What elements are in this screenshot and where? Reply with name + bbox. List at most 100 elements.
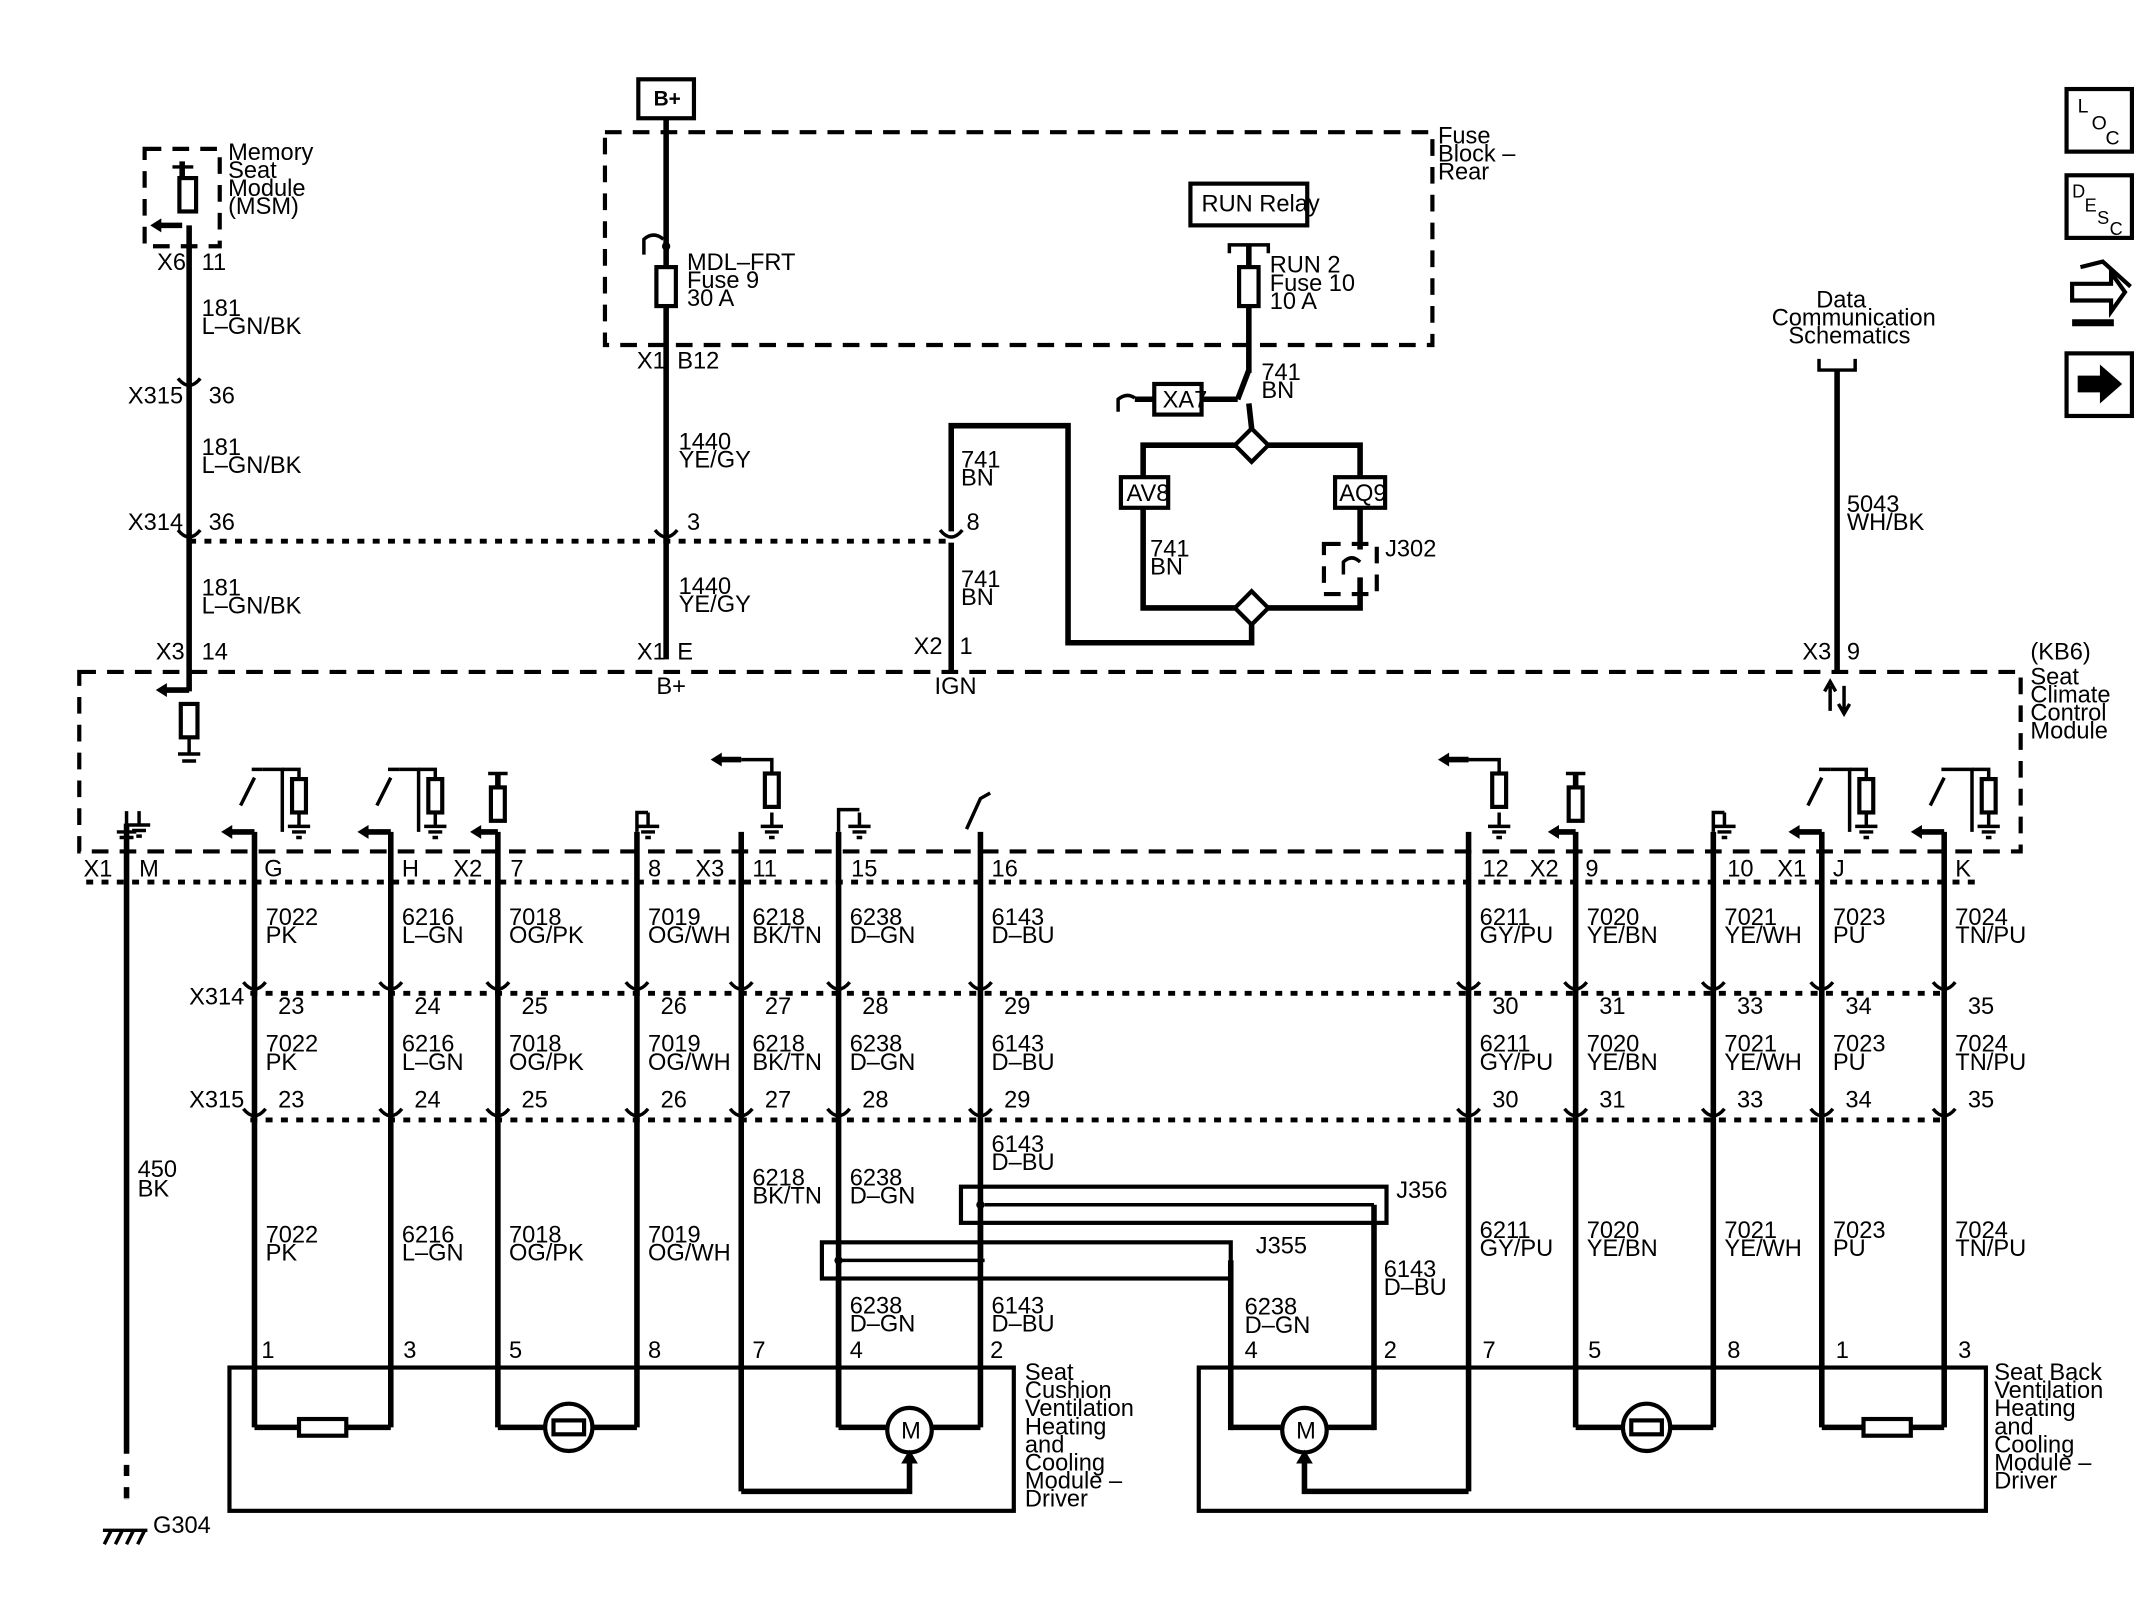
wire-7020-circuit: 7020 xyxy=(1587,1032,1640,1058)
x314-pin-23: 23 xyxy=(278,994,304,1020)
x315-pin-34: 34 xyxy=(1845,1087,1871,1113)
svg-text:XA7: XA7 xyxy=(1163,388,1208,414)
wire-6211-color: GY/PU xyxy=(1480,1050,1554,1076)
svg-text:O: O xyxy=(2092,112,2107,134)
wire-7020-color: YE/BN xyxy=(1587,1236,1658,1262)
load-pin-4: 4 xyxy=(850,1338,863,1364)
loc-icon[interactable]: L O C xyxy=(2064,86,2135,154)
wire-7023-circuit: 7023 xyxy=(1833,1032,1886,1058)
ground-g304-label: G304 xyxy=(153,1513,211,1539)
svg-text:BK: BK xyxy=(138,1176,170,1202)
svg-text:181: 181 xyxy=(202,296,241,322)
data-communication-schematics-link[interactable]: Data Communication Schematics xyxy=(1772,287,1936,349)
fuse-10 xyxy=(1237,265,1261,309)
x315-pin-33: 33 xyxy=(1737,1087,1763,1113)
sccm-pin-7: 7 xyxy=(510,856,523,882)
desc-icon[interactable]: D E S C xyxy=(2064,173,2135,240)
wire-7020-circuit: 7020 xyxy=(1587,905,1640,931)
svg-text:Cooling: Cooling xyxy=(1025,1450,1105,1476)
svg-text:D–GN: D–GN xyxy=(1245,1313,1311,1339)
wire-6218-color: BK/TN xyxy=(752,1183,822,1209)
ground-g304-icon xyxy=(102,1528,148,1546)
svg-text:J355: J355 xyxy=(1256,1233,1307,1259)
wire-6143-color: D–BU xyxy=(992,923,1055,949)
connector-bump xyxy=(967,1107,993,1118)
svg-text:Fuse 10: Fuse 10 xyxy=(1270,271,1355,297)
wire-7018-circuit: 7018 xyxy=(509,1032,562,1058)
fuse-9 xyxy=(654,265,678,309)
wire-6238-color: D–GN xyxy=(850,923,916,949)
wire-7022-color: PK xyxy=(266,1240,298,1266)
svg-text:Module: Module xyxy=(228,176,305,202)
svg-text:6238: 6238 xyxy=(1245,1295,1298,1321)
svg-text:741: 741 xyxy=(961,447,1000,473)
svg-text:L–GN/BK: L–GN/BK xyxy=(202,314,302,340)
wire-6211-circuit: 6211 xyxy=(1480,1218,1531,1244)
x314-pin-30: 30 xyxy=(1492,994,1518,1020)
wire-7023-color: PU xyxy=(1833,1236,1866,1262)
svg-text:10 A: 10 A xyxy=(1270,289,1318,315)
wire-6216-circuit: 6216 xyxy=(402,905,455,931)
msm-label: Memory Seat Module (MSM) xyxy=(228,140,313,220)
x314-pin-27: 27 xyxy=(765,994,791,1020)
svg-text:X3: X3 xyxy=(1802,639,1831,665)
x315-pin-35: 35 xyxy=(1968,1087,1994,1113)
load-pin-8: 8 xyxy=(648,1338,661,1364)
x315-pin-29: 29 xyxy=(1004,1087,1030,1113)
svg-text:450: 450 xyxy=(138,1157,177,1183)
svg-text:Seat: Seat xyxy=(2030,664,2079,690)
svg-text:Heating: Heating xyxy=(1994,1396,2075,1422)
svg-text:X314: X314 xyxy=(128,510,183,536)
connector-end-view-icon[interactable] xyxy=(2070,259,2132,327)
seat-cushion-module xyxy=(227,1365,1016,1513)
svg-text:S: S xyxy=(2097,208,2109,228)
svg-text:D–GN: D–GN xyxy=(850,1311,916,1337)
svg-text:X2: X2 xyxy=(914,634,943,660)
svg-text:D–BU: D–BU xyxy=(992,1311,1055,1337)
svg-text:B+: B+ xyxy=(656,674,686,700)
wire-7022-circuit: 7022 xyxy=(266,1032,319,1058)
wire-7024-color: TN/PU xyxy=(1955,923,2026,949)
wire-7020-circuit: 7020 xyxy=(1587,1218,1640,1244)
x315-pin-30: 30 xyxy=(1492,1087,1518,1113)
svg-text:X2: X2 xyxy=(453,856,482,882)
wire-6238-circuit: 6238 xyxy=(850,1032,903,1058)
svg-text:181: 181 xyxy=(202,575,241,601)
svg-text:RUN 2: RUN 2 xyxy=(1270,253,1341,279)
connector-bump xyxy=(728,1107,754,1118)
svg-text:C: C xyxy=(2105,128,2119,150)
connector-bump xyxy=(1700,1107,1726,1118)
svg-text:X1: X1 xyxy=(1777,856,1806,882)
wire-7021-color: YE/WH xyxy=(1724,1236,1801,1262)
x314-pin-29: 29 xyxy=(1004,994,1030,1020)
wire-7023-color: PU xyxy=(1833,923,1866,949)
svg-text:YE/GY: YE/GY xyxy=(679,447,751,473)
svg-text:Module: Module xyxy=(2030,719,2107,745)
wire-6238-color: D–GN xyxy=(850,1050,916,1076)
back-heater-element xyxy=(1861,1416,1913,1438)
wire-6143-color: D–BU xyxy=(992,1050,1055,1076)
svg-text:Seat: Seat xyxy=(1025,1360,1074,1386)
wire-7024-circuit: 7024 xyxy=(1955,1218,2008,1244)
connector-bump xyxy=(1563,981,1589,991)
wire-6143-color: D–BU xyxy=(992,1150,1055,1176)
load-pin-7: 7 xyxy=(1482,1338,1495,1364)
fuse-block-label: Fuse Block – Rear xyxy=(1438,123,1516,185)
svg-text:X3: X3 xyxy=(695,856,724,882)
load-pin-8: 8 xyxy=(1727,1338,1740,1364)
next-arrow-icon[interactable] xyxy=(2064,351,2135,419)
svg-text:L–GN/BK: L–GN/BK xyxy=(202,453,302,479)
svg-text:Communication: Communication xyxy=(1772,306,1936,332)
x315-pin-25: 25 xyxy=(522,1087,548,1113)
svg-text:36: 36 xyxy=(209,383,235,409)
wire-7019-color: OG/WH xyxy=(648,1240,731,1266)
svg-text:11: 11 xyxy=(202,250,227,276)
fuse-block-rear xyxy=(602,130,1435,348)
svg-text:3: 3 xyxy=(687,510,700,536)
